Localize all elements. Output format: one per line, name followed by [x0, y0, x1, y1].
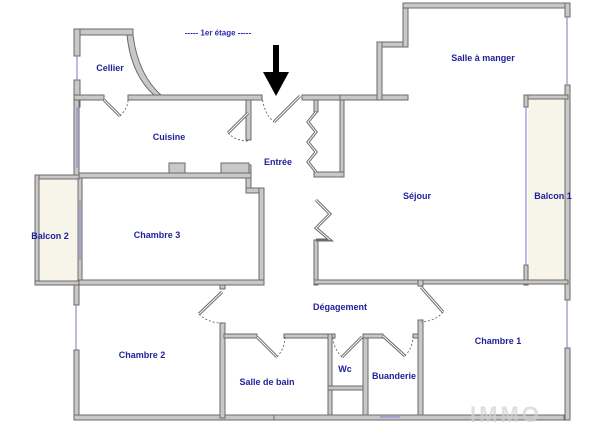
windows [75, 17, 568, 418]
room-label-salle-de-bain: Salle de bain [239, 377, 295, 387]
room-label-balcon-1: Balcon 1 [534, 191, 572, 201]
room-label-chambre-2: Chambre 2 [118, 350, 166, 360]
room-label-entree: Entrée [263, 157, 293, 167]
room-label-salle-a-manger: Salle à manger [451, 53, 515, 63]
balcony-2-area [39, 179, 77, 281]
arrow-down-icon [263, 45, 289, 96]
floor-label: ----- 1er étage ----- [184, 28, 252, 38]
room-label-chambre-1: Chambre 1 [474, 336, 522, 346]
balcony-1-area [528, 99, 566, 280]
doors [102, 94, 445, 359]
room-label-chambre-3: Chambre 3 [133, 230, 181, 240]
room-label-balcon-2: Balcon 2 [31, 231, 69, 241]
room-label-degagement: Dégagement [312, 302, 368, 312]
room-label-buanderie: Buanderie [371, 371, 417, 381]
room-label-sejour: Séjour [402, 191, 432, 201]
room-label-cellier: Cellier [96, 63, 124, 73]
room-label-cuisine: Cuisine [152, 132, 186, 142]
room-label-wc: Wc [338, 364, 352, 374]
watermark: IMMO [470, 402, 542, 427]
